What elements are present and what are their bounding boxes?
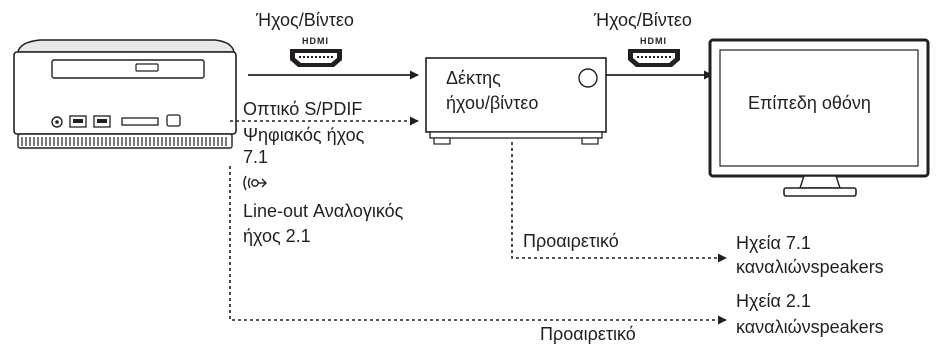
speakers-71-label-2: καναλιώνspeakers [736, 257, 884, 277]
digital-audio-label-2: 7.1 [243, 147, 268, 167]
receiver-speaker-cable [511, 142, 727, 263]
digital-audio-label: Ψηφιακός ήχος [243, 125, 365, 145]
optical-label: Οπτικό S/PDIF [243, 99, 362, 119]
usb-port-icon [93, 115, 111, 128]
av-receiver: Δέκτης ήχου/βίντεο [425, 57, 607, 145]
power-button [166, 114, 181, 127]
svg-text:HDMI: HDMI [640, 36, 667, 46]
receiver-label: Δέκτης [446, 68, 501, 88]
vent-grille [17, 133, 233, 149]
optional-label-2: Προαιρετικό [540, 324, 636, 344]
usb-port-icon [69, 115, 87, 128]
audio-out-icon [243, 175, 267, 191]
hdmi-connector-icon: HDMI [290, 36, 342, 67]
mini-pc [13, 39, 237, 149]
svg-text:HDMI: HDMI [302, 36, 329, 46]
optical-drive-slot [51, 59, 205, 79]
av-label-1: Ήχος/Βίντεο [255, 10, 354, 30]
speakers-21-label: Ηχεία 2.1 [736, 291, 811, 311]
receiver-label-2: ήχου/βίντεο [446, 93, 538, 113]
speakers-21-label-2: καναλιώνspeakers [736, 317, 884, 337]
hdmi-connector-icon: HDMI [628, 36, 680, 67]
line-out-label: Line-out Αναλογικός [243, 201, 404, 221]
volume-knob [578, 68, 598, 88]
line-out-label-2: ήχος 2.1 [243, 226, 311, 246]
flat-display: Επίπεδη οθόνη [708, 38, 930, 197]
headphone-jack-icon [51, 116, 63, 128]
flat-display-label: Επίπεδη οθόνη [748, 93, 871, 113]
av-label-2: Ήχος/Βίντεο [593, 10, 692, 30]
speakers-71-label: Ηχεία 7.1 [736, 233, 811, 253]
optional-label-1: Προαιρετικό [523, 231, 619, 251]
card-reader-slot [121, 117, 159, 126]
